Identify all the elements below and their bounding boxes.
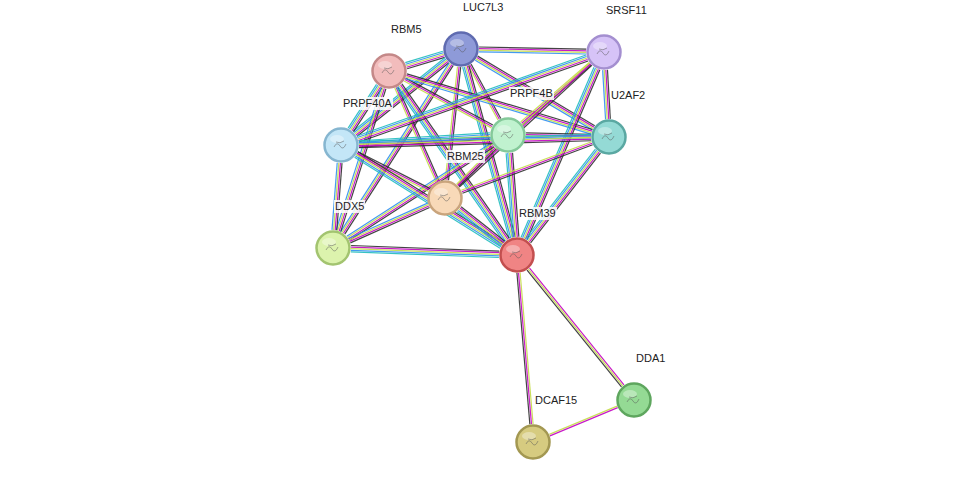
evidence-line: [457, 212, 501, 247]
protein-label: SRSF11: [605, 4, 648, 17]
evidence-line: [530, 268, 624, 385]
node-circle: [443, 31, 479, 67]
protein-label: RBM25: [446, 150, 485, 163]
interaction-edge: [549, 406, 617, 436]
evidence-line: [359, 136, 591, 143]
interaction-edge: [517, 273, 533, 424]
protein-label: PRPF4B: [509, 87, 554, 100]
evidence-line: [458, 64, 590, 186]
evidence-line: [603, 70, 606, 119]
evidence-line: [355, 156, 500, 247]
evidence-line: [527, 150, 597, 240]
evidence-line: [531, 153, 601, 243]
protein-label: DCAF15: [534, 394, 578, 407]
evidence-line: [527, 270, 621, 387]
evidence-line: [479, 52, 586, 54]
interaction-edge: [479, 47, 586, 54]
protein-node: PRPF40A: [323, 127, 359, 163]
evidence-line: [405, 51, 443, 62]
evidence-line: [359, 134, 591, 141]
protein-label: DDX5: [334, 200, 365, 213]
node-circle: [427, 180, 463, 216]
evidence-line: [459, 209, 503, 244]
protein-label: LUC7L3: [462, 1, 504, 14]
interaction-edge: [526, 149, 601, 243]
evidence-line: [460, 208, 504, 243]
evidence-line: [459, 65, 591, 187]
interaction-edge: [355, 152, 504, 248]
interaction-edge: [506, 153, 519, 238]
node-circle: [586, 34, 622, 70]
node-circle: [591, 119, 627, 155]
protein-label: DDA1: [635, 352, 666, 365]
evidence-line: [351, 252, 499, 258]
evidence-line: [457, 63, 589, 185]
protein-node: RBM39: [499, 237, 535, 273]
evidence-line: [519, 273, 532, 424]
evidence-line: [506, 153, 512, 237]
evidence-line: [529, 152, 599, 242]
protein-node: DDX5: [315, 230, 351, 266]
evidence-line: [458, 210, 502, 245]
evidence-line: [357, 55, 586, 136]
evidence-line: [406, 54, 444, 65]
protein-node: LUC7L3: [443, 31, 479, 67]
evidence-line: [356, 155, 501, 246]
evidence-line: [526, 149, 596, 239]
interaction-edge: [332, 163, 342, 230]
evidence-line: [528, 269, 622, 386]
evidence-line: [550, 408, 618, 436]
evidence-line: [549, 406, 617, 434]
protein-node: SRSF11: [586, 34, 622, 70]
interaction-edge: [527, 268, 624, 387]
evidence-line: [517, 273, 530, 424]
protein-node: U2AF2: [591, 119, 627, 155]
protein-node: RBM5: [371, 53, 407, 89]
node-circle: [616, 382, 652, 418]
protein-node: PRPF4B: [490, 117, 526, 153]
node-circle: [371, 53, 407, 89]
evidence-line: [508, 153, 514, 237]
protein-label: RBM39: [518, 207, 557, 220]
node-circle: [499, 237, 535, 273]
evidence-line: [528, 151, 598, 241]
evidence-line: [520, 273, 533, 424]
protein-node: RBM25: [427, 180, 463, 216]
evidence-line: [358, 152, 430, 189]
protein-label: RBM5: [390, 23, 423, 36]
protein-node: DCAF15: [515, 424, 551, 460]
evidence-line: [359, 138, 591, 145]
node-circle: [323, 127, 359, 163]
node-circle: [315, 230, 351, 266]
protein-label: PRPF40A: [342, 97, 393, 110]
interaction-edge: [359, 134, 591, 147]
protein-label: U2AF2: [610, 89, 646, 102]
interaction-edge: [457, 207, 505, 247]
node-circle: [490, 117, 526, 153]
protein-node: DDA1: [616, 382, 652, 418]
node-circle: [515, 424, 551, 460]
evidence-line: [461, 207, 505, 242]
evidence-line: [406, 53, 444, 64]
evidence-line: [397, 88, 504, 242]
interaction-edge: [351, 245, 499, 257]
evidence-line: [332, 163, 337, 230]
evidence-line: [509, 153, 515, 237]
